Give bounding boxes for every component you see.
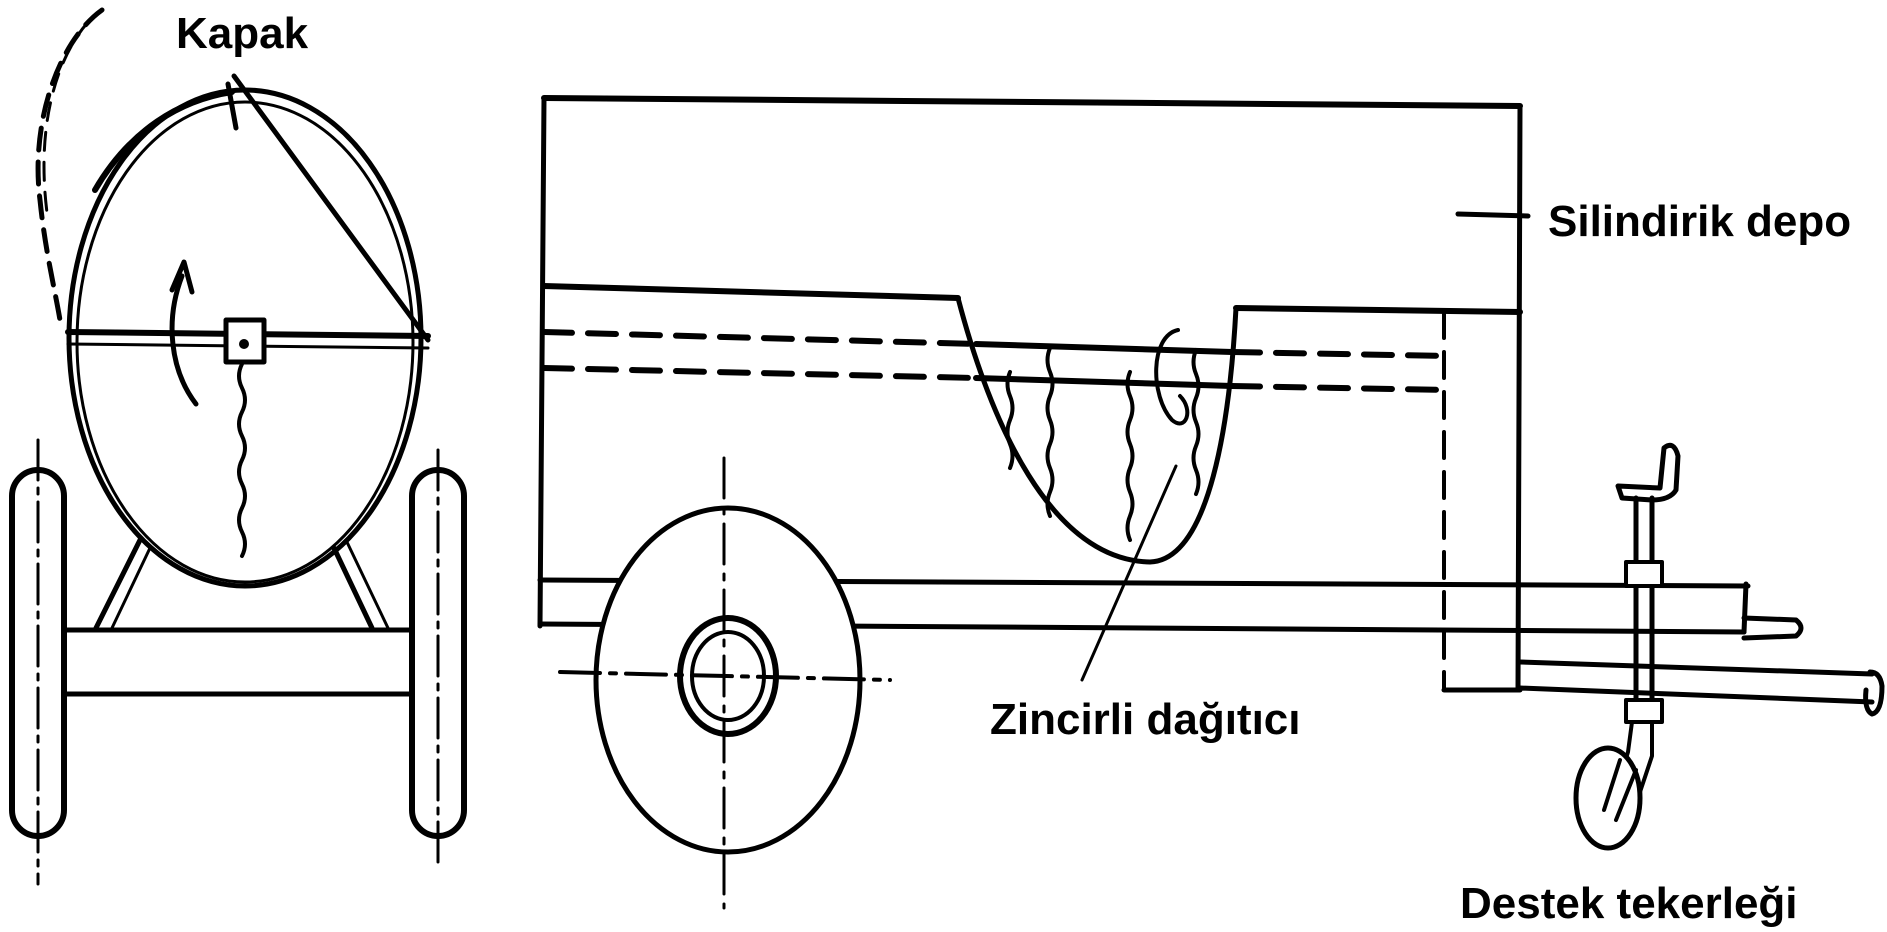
- tank-right-edge: [1515, 103, 1523, 693]
- jack-collar-upper: [1624, 560, 1664, 588]
- tank-front-inner: [75, 100, 415, 584]
- front-view: [9, 7, 467, 886]
- cutaway-top-right: [1233, 305, 1523, 315]
- front-axle: [57, 627, 419, 697]
- cutaway-top-left: [541, 283, 961, 301]
- lid-brace: [231, 73, 431, 343]
- front-leg-right-a: [331, 545, 375, 631]
- label-lid: Kapak: [176, 9, 309, 58]
- rotation-arrow-head: [169, 259, 195, 295]
- shaft-lower-dashed-left: [541, 365, 979, 381]
- drawbar-bottom: [1517, 685, 1875, 705]
- label-chain-distributor: Zincirli dağıtıcı: [990, 695, 1301, 744]
- shaft-lower-solid: [973, 375, 1235, 389]
- front-chain: [237, 362, 247, 558]
- side-view: [537, 95, 1885, 910]
- tank-top-edge: [541, 95, 1523, 109]
- jack-handle: [1615, 442, 1681, 503]
- rotation-arrow: [169, 273, 199, 407]
- drawbar-hitch: [1863, 669, 1885, 717]
- cutaway-trough: [955, 295, 1239, 565]
- chain-1: [1005, 370, 1015, 470]
- jack-collar-lower: [1624, 698, 1664, 724]
- main-wheel: [593, 505, 863, 855]
- chain-2: [1045, 346, 1055, 518]
- drawbar-top: [1517, 659, 1875, 677]
- lid-open-arc-inner: [42, 20, 90, 222]
- shaft-upper-dashed-right: [1229, 349, 1451, 359]
- lid-closed-arc: [92, 89, 235, 193]
- label-support-wheel: Destek tekerleği: [1460, 879, 1798, 928]
- chain-coil: [1154, 328, 1190, 426]
- front-hub-bolt: [239, 339, 249, 349]
- leader-chain: [1080, 464, 1178, 682]
- front-leg-left-a: [93, 537, 143, 631]
- lid-tip: [225, 81, 239, 131]
- leader-tank: [1455, 211, 1531, 219]
- shaft-lower-dashed-right: [1229, 383, 1451, 393]
- chain-3: [1125, 370, 1135, 542]
- lid-open-arc: [35, 7, 105, 323]
- main-wheel-centerline-h: [558, 670, 892, 682]
- front-leg-left-b: [110, 546, 152, 630]
- front-leg-right-b: [344, 538, 390, 630]
- shaft-upper-solid: [973, 341, 1235, 355]
- support-wheel-fork: [1602, 758, 1638, 822]
- tank-left-edge: [537, 95, 547, 629]
- chassis-rear-stub: [1741, 615, 1804, 641]
- chassis-end: [1741, 581, 1749, 635]
- label-cylindrical-tank: Silindirik depo: [1548, 197, 1852, 246]
- chain-4: [1191, 348, 1201, 496]
- shaft-upper-dashed-left: [541, 329, 979, 347]
